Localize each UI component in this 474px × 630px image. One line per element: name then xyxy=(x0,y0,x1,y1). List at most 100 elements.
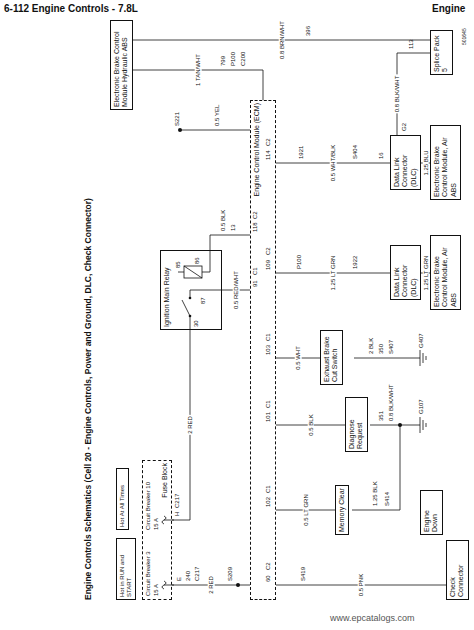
supply-box: Hot At All Times xyxy=(116,468,129,530)
wire-label: 85 xyxy=(175,261,182,268)
wire-color-label: 1.25 LT GRN xyxy=(422,255,429,292)
wire-label: C2 xyxy=(252,211,259,219)
wire-label: S221 xyxy=(174,112,181,126)
switch-box: Engine Down xyxy=(420,490,443,535)
wire-color-label: 0.5 LT GRN xyxy=(302,493,309,526)
ground-wire xyxy=(180,130,420,510)
wire-color-label: 0.5 RED/WHT xyxy=(233,270,240,310)
wire-label: S407 xyxy=(388,340,395,354)
wire-label: Engine xyxy=(432,3,465,15)
wire-label: 6-112 Engine Controls - 7.8L xyxy=(4,3,138,15)
wire-color-label: 1.25 BLU xyxy=(422,149,429,176)
node-text: Splice Pack 5 xyxy=(433,33,450,72)
relay-contact xyxy=(189,315,192,318)
wire-color-label: 2 RED xyxy=(187,415,194,435)
wire-label: 60 xyxy=(265,575,272,582)
wire-label: 0.5 YEL xyxy=(214,105,221,126)
wire-label: 114 xyxy=(265,150,272,160)
wire-color-label: 1 TAN/WHT xyxy=(195,53,202,87)
wire-label: 396 xyxy=(305,26,312,36)
wire-label: C2 xyxy=(265,138,272,146)
wire-color-label: 0.5 BLK xyxy=(307,413,314,436)
wire-label: C2 xyxy=(265,247,272,255)
module-box: Electronic Brake Control Module Hydrauli… xyxy=(110,20,133,110)
wire-label: S414 xyxy=(384,492,391,506)
node-text: Engine Down xyxy=(423,493,440,532)
splice-dot xyxy=(398,423,402,427)
node-text: Electronic Brake Control Module Hydrauli… xyxy=(113,23,130,107)
wire-label: 113 xyxy=(408,39,415,49)
node-text: Memory Clear xyxy=(338,488,346,532)
wire-label: S404 xyxy=(352,145,359,159)
wire-label: C217 xyxy=(174,494,181,508)
module-box: Electronic Brake Control Module, Air ABS xyxy=(430,125,461,200)
wire-label: 13 xyxy=(230,224,237,231)
wire-label: G2 xyxy=(401,123,408,131)
wire-label: S209 xyxy=(227,567,234,581)
wire-connector xyxy=(397,53,430,135)
wire-label: 109 xyxy=(265,260,272,270)
node-text: Data Link Connector (DLC) xyxy=(393,138,418,187)
wire-label: 103 xyxy=(265,345,272,355)
splice-dot xyxy=(178,128,182,132)
node-text: Diagnose Request xyxy=(348,400,365,449)
node-text: Ignition Main Relay xyxy=(163,253,171,327)
wire-label: 86 xyxy=(194,257,201,264)
node-text: Data Link Connector (DLC) xyxy=(393,248,418,297)
wire-label: 118 xyxy=(252,222,259,232)
wire-label: Circuit Breaker 10 xyxy=(145,482,152,530)
supply-box: Hot in RUN and START xyxy=(116,538,136,600)
wire-label: 2 BLK xyxy=(368,338,375,354)
wire-label: G407 xyxy=(418,333,425,348)
connector-box: Data Link Connector (DLC) xyxy=(390,135,421,190)
wire-label: C1 xyxy=(265,400,272,408)
wire-color-label: 0.5 WHT xyxy=(295,345,302,371)
connector-box: Data Link Connector (DLC) xyxy=(390,245,421,300)
node-text: Electronic Brake Control Module, Air ABS xyxy=(433,238,458,307)
ground-symbol xyxy=(420,350,426,433)
wire-color-label: 2 RED xyxy=(208,575,215,595)
wire-color-label: 0.8 BRN/WHT xyxy=(278,20,285,60)
wire-label: 351 xyxy=(378,411,385,421)
switch-box: Exhaust Brake Cut Switch xyxy=(320,330,343,385)
wire-label: 16 xyxy=(378,152,385,159)
wire-label: G107 xyxy=(418,399,425,414)
wire-label: 101 xyxy=(265,412,272,422)
diagram-title: Engine Controls Schematics (Cell 20 - En… xyxy=(84,198,94,600)
wire-label: 1922 xyxy=(352,256,359,269)
node-text: Hot in RUN and START xyxy=(119,541,133,597)
wire-color-label: 0.5 WHT/BLK xyxy=(330,144,337,183)
wire-label: C2 xyxy=(265,562,272,570)
wire-label: P100 xyxy=(230,52,237,66)
wire-label: Circuit Breaker 3 xyxy=(145,551,152,596)
wire-label: S419 xyxy=(300,567,307,581)
wire-label: 799 xyxy=(220,56,227,66)
wire-label: C217 xyxy=(194,567,201,581)
wire-label: 1.25 BLK xyxy=(372,481,379,506)
wire-label: 87 xyxy=(200,297,207,304)
wire-label: www.epcatalogs.com xyxy=(330,613,415,623)
wire-label: C1 xyxy=(265,333,272,341)
wire-label: H xyxy=(174,512,181,516)
connector-box: Check Connector xyxy=(446,540,469,600)
wire-label: C1 xyxy=(252,267,259,275)
wire-label: 0.5 BLK xyxy=(220,210,227,231)
module-box: Electronic Brake Control Module, Air ABS xyxy=(430,235,461,310)
wire-label: 501645 xyxy=(462,28,468,45)
wire-label: P100 xyxy=(296,255,303,269)
node-text: Check Connector xyxy=(449,543,466,597)
wire-label: 240 xyxy=(185,571,192,581)
relay-contact xyxy=(189,297,192,300)
wire-color-label: 0.5 PNK xyxy=(358,573,365,597)
wire-label: 30 xyxy=(193,320,200,327)
wire-label: 350 xyxy=(378,344,385,354)
wire-label: C1 xyxy=(265,485,272,493)
wire-color-label: 1.25 LT GRN xyxy=(330,255,337,292)
control-module: Engine Control Module (ECM) xyxy=(250,100,276,600)
wire-label: 91 xyxy=(252,280,259,287)
node-text: Hot At All Times xyxy=(119,471,126,527)
switch-box: Memory Clear xyxy=(335,485,349,535)
wire-label: 15 A xyxy=(153,518,160,530)
